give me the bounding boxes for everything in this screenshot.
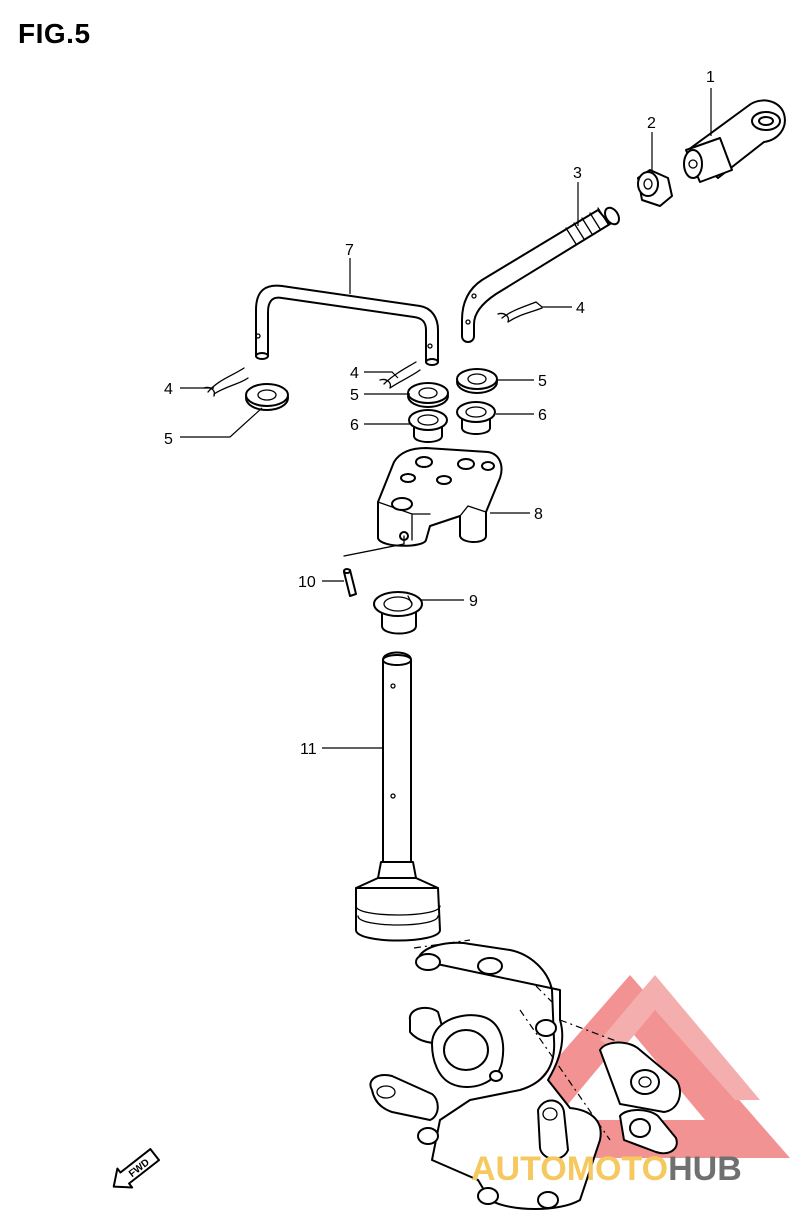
part-washer-right xyxy=(456,368,498,394)
part-threaded-rod xyxy=(461,206,620,343)
part-clip-left xyxy=(203,367,249,397)
part-clip-right xyxy=(497,301,543,323)
callout-labels: 1 2 3 4 4 4 5 5 5 6 6 7 8 9 10 11 xyxy=(164,69,715,758)
part-nut xyxy=(637,169,673,207)
callout-5-right: 5 xyxy=(538,373,547,390)
part-bushing-center xyxy=(408,409,448,443)
leader-lines xyxy=(180,88,712,749)
callout-8: 8 xyxy=(534,506,543,523)
callout-4-center: 4 xyxy=(350,365,359,382)
callout-4-left: 4 xyxy=(164,381,173,398)
part-washer-left xyxy=(245,383,289,411)
part-lever-bracket xyxy=(377,447,503,547)
callout-2: 2 xyxy=(647,115,656,132)
watermark-auto: AUTOMOTOHUB xyxy=(471,1150,742,1188)
part-shift-shaft xyxy=(355,651,441,942)
page-title: FIG.5 xyxy=(18,18,91,49)
callout-4-right: 4 xyxy=(576,300,585,317)
part-collar-bushing xyxy=(373,591,423,635)
callout-3: 3 xyxy=(573,165,582,182)
callout-11: 11 xyxy=(300,741,317,758)
callout-7: 7 xyxy=(345,242,354,259)
callout-6-center: 6 xyxy=(350,417,359,434)
watermark-wordmark: AUTOMOTOHUB xyxy=(471,1150,742,1188)
callout-5-left: 5 xyxy=(164,431,173,448)
part-bushing-right xyxy=(456,401,496,435)
part-pin xyxy=(343,535,405,597)
part-clip-center xyxy=(379,361,421,389)
callout-1: 1 xyxy=(706,69,715,86)
part-rod-end xyxy=(683,99,786,183)
fwd-arrow-icon: FWD xyxy=(112,1148,161,1189)
callout-5-center: 5 xyxy=(350,387,359,404)
callout-6-right: 6 xyxy=(538,407,547,424)
part-housing xyxy=(369,939,681,1210)
callout-9: 9 xyxy=(469,593,478,610)
part-u-link-rod xyxy=(255,284,439,366)
part-washer-center xyxy=(407,382,449,408)
callout-10: 10 xyxy=(298,574,316,591)
